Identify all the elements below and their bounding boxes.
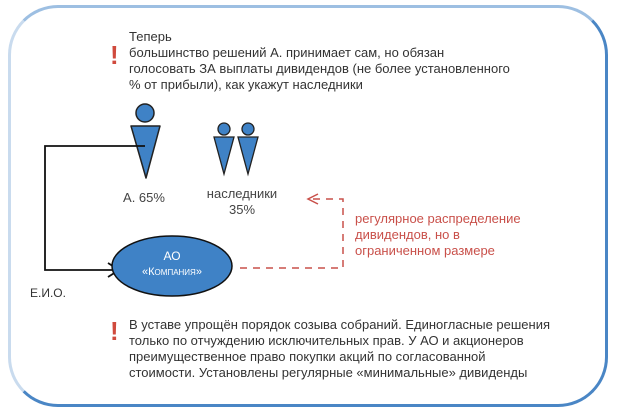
dividend-note-line: ограниченном размере xyxy=(355,243,495,258)
heirs-share: 35% xyxy=(228,202,256,217)
arrowhead-icon xyxy=(306,193,319,205)
heirs-label-line: наследники xyxy=(206,186,278,201)
bottom-note-line: только по отчуждению исключительных прав… xyxy=(129,333,524,348)
bottom-note-line: В уставе упрощён порядок созыва собраний… xyxy=(129,317,551,332)
heirs-person-icon xyxy=(213,122,259,177)
heirs-label: наследники 35% xyxy=(200,186,284,218)
company-ellipse xyxy=(111,235,233,297)
exclamation-icon: ! xyxy=(110,40,119,70)
top-note-line: % от прибыли), как укажут наследники xyxy=(129,77,363,92)
eio-label: Е.И.О. xyxy=(30,286,66,300)
rounded-frame xyxy=(8,5,608,407)
top-note: Теперь большинство решений А. принимает … xyxy=(129,29,510,93)
bottom-note-line: стоимости. Установлены регулярные «миним… xyxy=(129,365,528,380)
owner-person-icon xyxy=(130,103,161,179)
bottom-note-line: преимущественное право покупки акций по … xyxy=(129,349,486,364)
top-note-line: Теперь xyxy=(129,29,172,44)
top-note-line: голосовать ЗА выплаты дивидендов (не бол… xyxy=(129,61,510,76)
exclamation-icon: ! xyxy=(110,316,119,346)
company-name: «Компания» xyxy=(142,266,202,278)
bottom-note: В уставе упрощён порядок созыва собраний… xyxy=(129,317,550,381)
top-note-line: большинство решений А. принимает сам, но… xyxy=(129,45,445,60)
dividend-note-line: регулярное распределение xyxy=(355,211,521,226)
company-label: АО «Компания» xyxy=(118,248,226,280)
dividend-note: регулярное распределение дивидендов, но … xyxy=(355,211,521,259)
owner-label: А. 65% xyxy=(123,190,165,205)
dividend-note-line: дивидендов, но в xyxy=(355,227,460,242)
dividend-dashed-arrow xyxy=(240,198,344,269)
company-type: АО xyxy=(163,249,181,263)
